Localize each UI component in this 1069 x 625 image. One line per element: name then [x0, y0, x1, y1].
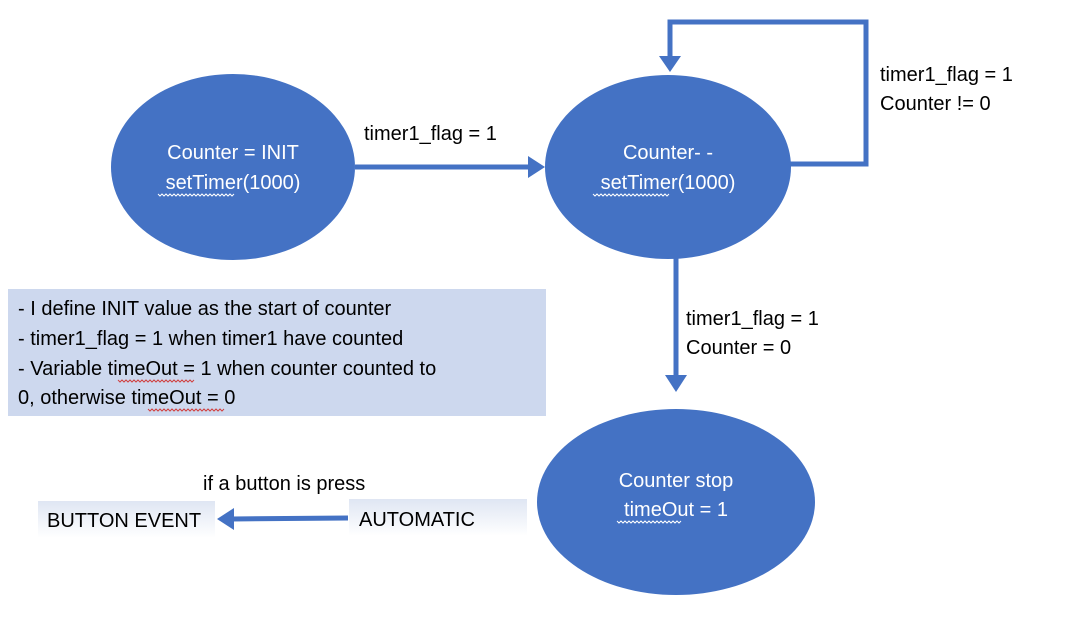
button-event-label: BUTTON EVENT: [47, 510, 201, 532]
spellcheck-underline: [117, 379, 195, 383]
note-line-4: 0, otherwise timeOut = 0: [18, 387, 235, 409]
self-loop-arrow: [667, 19, 869, 167]
state-stop-line-1: Counter stop: [619, 470, 734, 492]
automatic-box: [349, 499, 527, 536]
spellcheck-underline: [147, 408, 225, 412]
state-init-line-2: setTimer(1000): [166, 172, 301, 194]
spellcheck-underline: [616, 520, 682, 524]
button-event-box: [38, 501, 215, 538]
transition-label-stop-1: timer1_flag = 1: [686, 308, 819, 330]
spellcheck-underline: [157, 193, 235, 197]
transition-label-loop-2: Counter != 0: [880, 93, 991, 115]
spellcheck-underline: [592, 193, 670, 197]
state-count: [545, 75, 791, 259]
state-init-line-1: Counter = INIT: [167, 142, 299, 164]
arrowhead: [665, 375, 687, 392]
arrowhead: [217, 508, 234, 530]
state-init: [111, 74, 355, 260]
transition-label-button: if a button is press: [203, 473, 365, 495]
state-stop: [537, 409, 815, 595]
transition-label-init-count: timer1_flag = 1: [364, 123, 497, 145]
state-count-line-1: Counter- -: [623, 142, 713, 164]
note-line-3: - Variable timeOut = 1 when counter coun…: [18, 358, 436, 380]
transition-arrow: [231, 515, 349, 522]
state-stop-line-2: timeOut = 1: [624, 499, 728, 521]
note-box: [8, 289, 546, 416]
state-count-line-2: setTimer(1000): [601, 172, 736, 194]
self-loop-arrowhead: [659, 56, 681, 72]
transition-label-loop-1: timer1_flag = 1: [880, 64, 1013, 86]
transition-label-stop-2: Counter = 0: [686, 337, 791, 359]
automatic-label: AUTOMATIC: [359, 509, 475, 531]
note-line-2: - timer1_flag = 1 when timer1 have count…: [18, 328, 403, 350]
arrowhead: [528, 156, 545, 178]
note-line-1: - I define INIT value as the start of co…: [18, 298, 391, 320]
